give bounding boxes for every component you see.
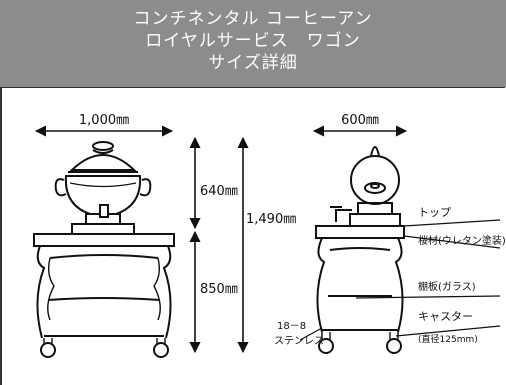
total-height-label: 1,490㎜	[246, 212, 296, 227]
callout-top-material: 桜材(ウレタン塗装)	[418, 234, 506, 247]
callout-top: トップ	[418, 206, 451, 219]
urn-lid-handle	[92, 141, 114, 151]
cart-leg-side-left	[316, 237, 326, 333]
cart-shelf	[47, 297, 161, 301]
caster-side-right	[386, 338, 402, 354]
cart-top-side	[315, 225, 405, 239]
cart-leg-side-right	[394, 237, 404, 333]
leader-top-material	[403, 235, 501, 249]
cart-leg-left	[36, 245, 46, 339]
urn-finial	[370, 146, 380, 157]
callout-caster: キャスター	[418, 310, 473, 323]
title-line-3: サイズ詳細	[208, 53, 298, 73]
caster-front-right	[153, 342, 169, 358]
urn-height-label: 640㎜	[200, 184, 238, 199]
leader-shelf	[355, 295, 501, 299]
urn-handle-right	[139, 178, 152, 197]
urn-lid	[69, 154, 137, 171]
urn-handle-left	[54, 178, 67, 197]
side-view	[315, 146, 405, 354]
urn-base	[71, 223, 135, 235]
callout-caster-size: (直径125mm)	[418, 333, 478, 345]
leader-steel	[299, 327, 323, 341]
cart-top	[33, 233, 175, 247]
width-front-label: 1,000㎜	[79, 113, 129, 128]
leader-top	[403, 219, 501, 227]
leader-caster	[395, 325, 501, 337]
drawing-frame	[0, 87, 505, 385]
caster-front-left	[40, 342, 56, 358]
title-line-2: ロイヤルサービス ワゴン	[145, 31, 361, 51]
title-banner: コンチネンタル コーヒーアン ロイヤルサービス ワゴン サイズ詳細	[0, 0, 506, 87]
spigot	[335, 209, 352, 222]
cart-height-label: 850㎜	[200, 282, 238, 297]
callout-steel: ステンレス	[274, 336, 324, 347]
urn-base-side	[349, 213, 401, 227]
callout-shelf: 棚板(ガラス)	[418, 280, 476, 293]
title-line-1: コンチネンタル コーヒーアン	[133, 9, 373, 29]
width-side-label: 600㎜	[341, 113, 379, 128]
callout-steel-grade: 18－8	[277, 321, 306, 332]
caster-side-left	[318, 338, 334, 354]
front-view	[33, 141, 175, 358]
urn-globe	[350, 155, 400, 205]
callout-leaders	[299, 219, 501, 341]
cart-leg-right	[162, 245, 172, 339]
